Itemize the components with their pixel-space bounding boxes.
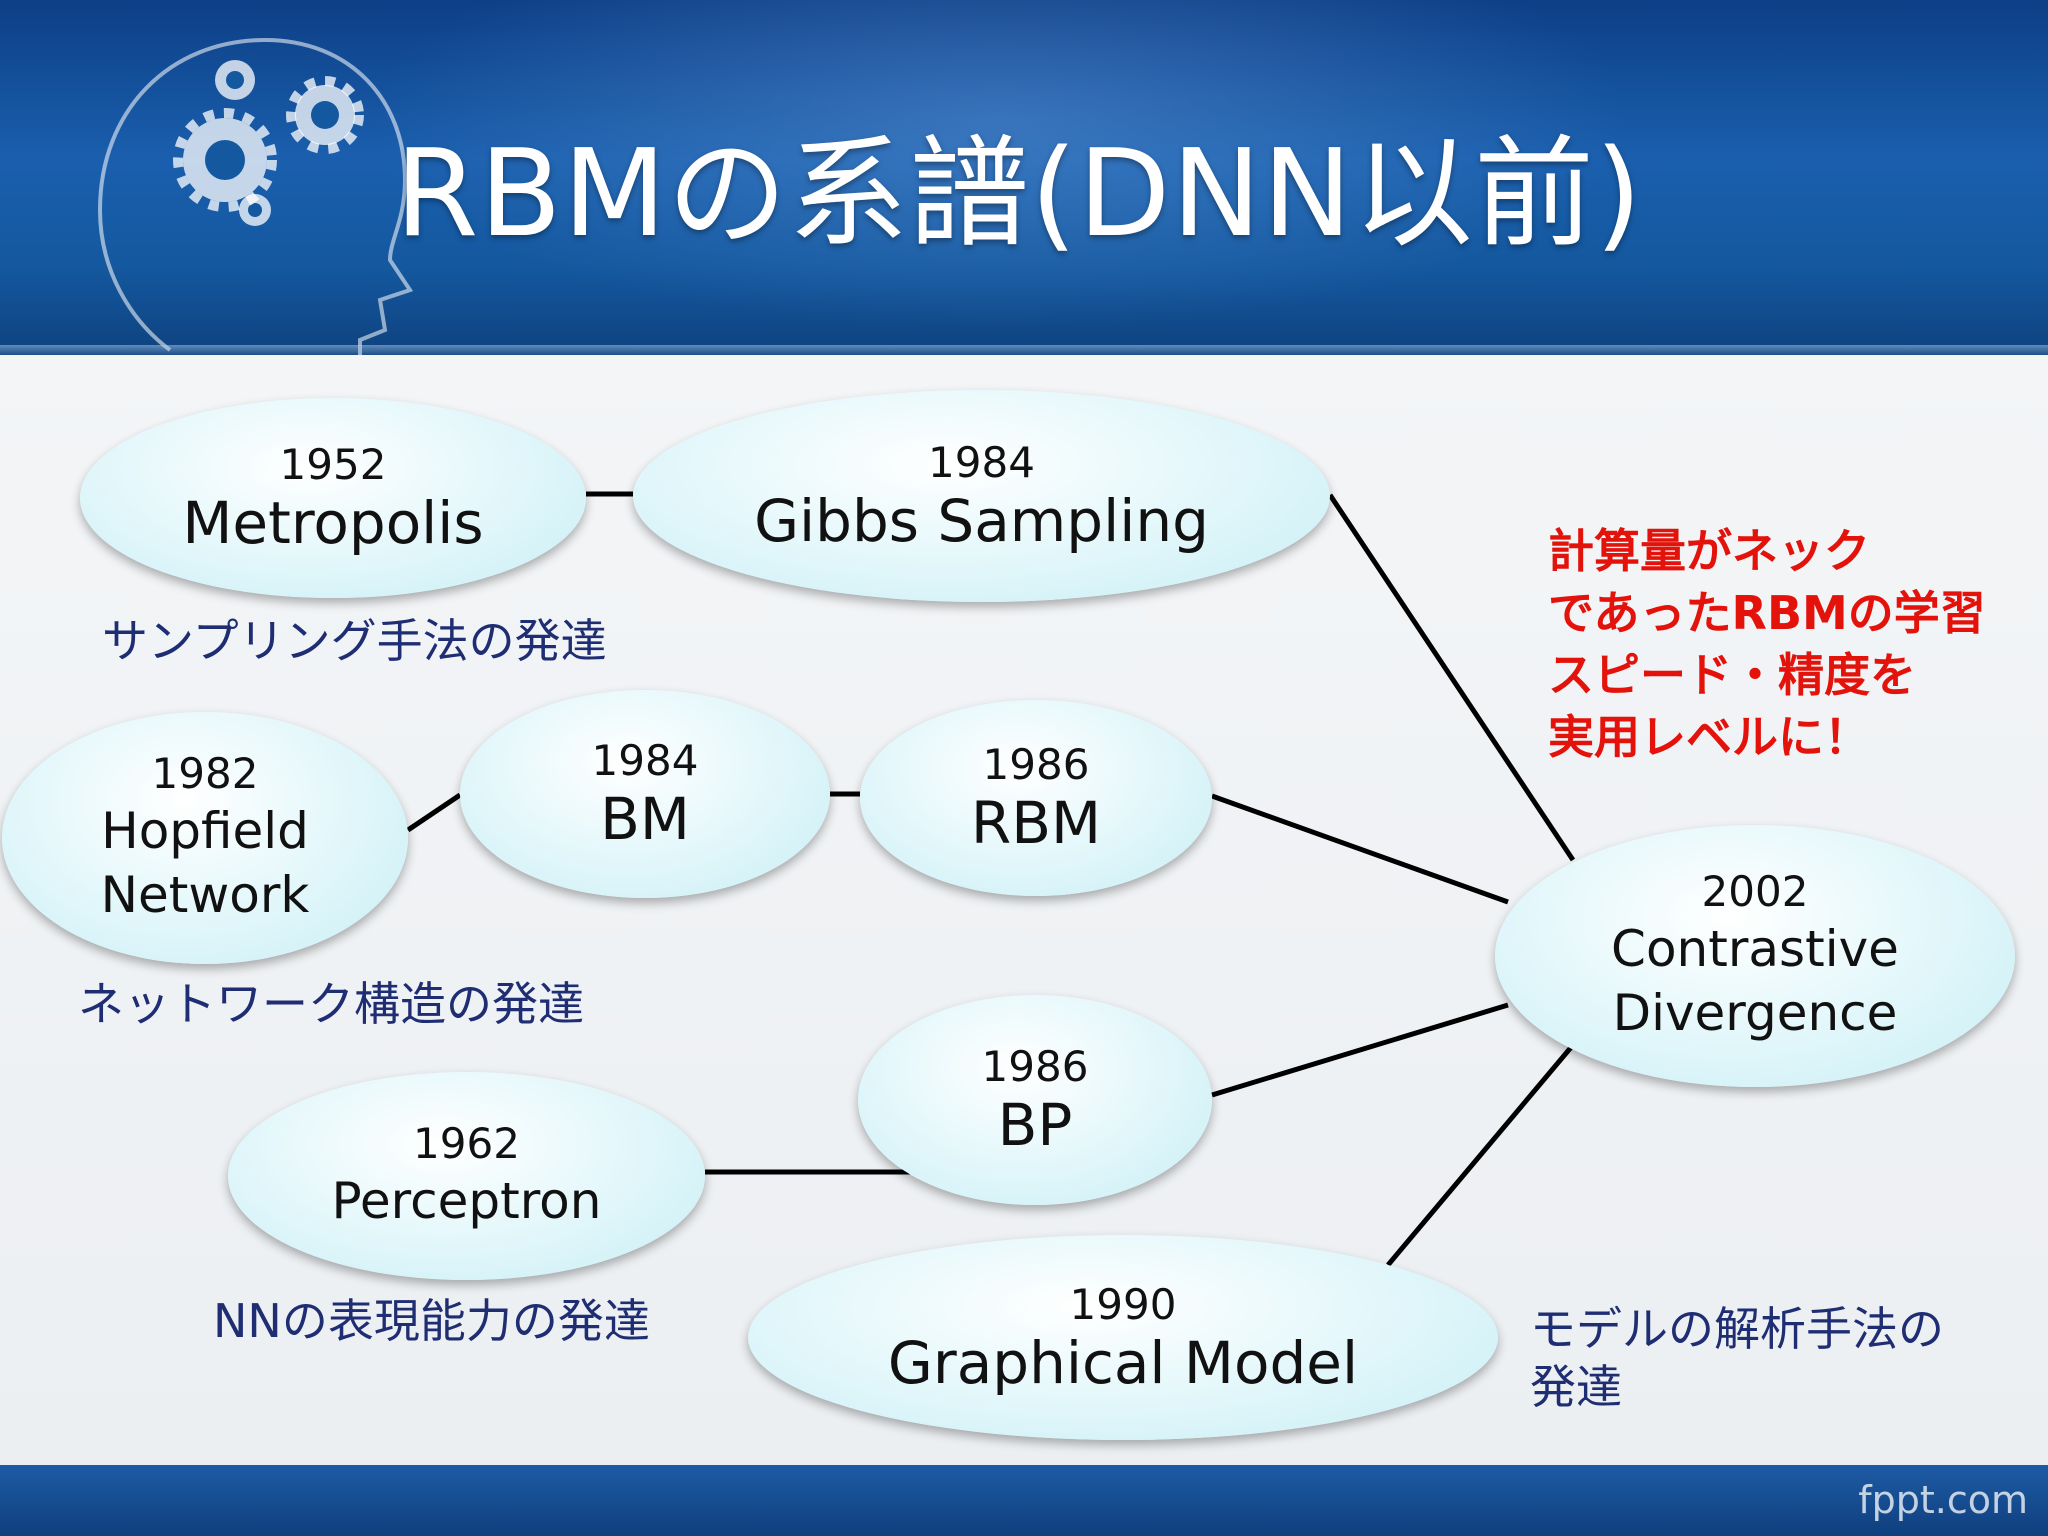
edge-hopfield-bm bbox=[406, 792, 462, 833]
edge-rbm-cd bbox=[1211, 793, 1509, 905]
label-model-line1: モデルの解析手法の bbox=[1530, 1302, 1944, 1356]
node-year: 1986 bbox=[981, 1042, 1089, 1091]
node-bm: 1984 BM bbox=[460, 690, 830, 898]
node-year: 1962 bbox=[413, 1119, 520, 1168]
node-year: 1952 bbox=[279, 440, 387, 489]
node-name: Gibbs Sampling bbox=[754, 487, 1209, 555]
node-name: Graphical Model bbox=[887, 1328, 1359, 1397]
node-name-line2: Divergence bbox=[1612, 984, 1898, 1042]
label-model-line2: 発達 bbox=[1530, 1360, 1622, 1414]
edge-graphical-cd bbox=[1386, 1043, 1575, 1267]
label-model: モデルの解析手法の 発達 bbox=[1530, 1300, 1944, 1416]
slide-footer: fppt.com bbox=[0, 1465, 2048, 1536]
node-hopfield-network: 1982 Hopfield Network bbox=[2, 712, 408, 964]
slide-title: RBMの系譜(DNN以前) bbox=[395, 125, 1643, 264]
node-name-line1: Hopfield bbox=[101, 802, 309, 860]
note-line1: 計算量がネック bbox=[1548, 524, 1870, 578]
head-gears-icon bbox=[97, 37, 414, 355]
label-network: ネットワーク構造の発達 bbox=[78, 977, 584, 1031]
edge-bp-cd bbox=[1211, 1002, 1509, 1098]
node-name: Metropolis bbox=[182, 489, 484, 557]
node-graphical-model: 1990 Graphical Model bbox=[748, 1235, 1498, 1440]
node-name: RBM bbox=[970, 789, 1102, 857]
node-year: 1982 bbox=[151, 749, 259, 798]
node-year: 1986 bbox=[982, 740, 1090, 789]
node-perceptron: 1962 Perceptron bbox=[228, 1072, 705, 1280]
note-line2: であったRBMの学習 bbox=[1548, 586, 1986, 640]
node-year: 2002 bbox=[1701, 867, 1809, 916]
note-line3: スピード・精度を bbox=[1548, 648, 1916, 702]
footer-brand: fppt.com bbox=[1858, 1478, 2028, 1522]
node-name-line1: Contrastive bbox=[1611, 920, 1899, 978]
node-name: Perceptron bbox=[331, 1172, 602, 1230]
edge-gibbs-cd bbox=[1327, 493, 1576, 862]
slide-header: RBMの系譜(DNN以前) bbox=[0, 0, 2048, 355]
note-callout: 計算量がネック であったRBMの学習 スピード・精度を 実用レベルに！ bbox=[1548, 520, 1986, 768]
node-year: 1984 bbox=[928, 438, 1035, 487]
label-sampling: サンプリング手法の発達 bbox=[102, 614, 607, 668]
header-divider bbox=[0, 345, 2048, 355]
node-bp: 1986 BP bbox=[858, 995, 1212, 1205]
node-name-line2: Network bbox=[100, 866, 310, 924]
node-metropolis: 1952 Metropolis bbox=[80, 398, 586, 598]
node-name: BP bbox=[997, 1091, 1073, 1159]
node-name: BM bbox=[600, 785, 690, 853]
node-year: 1984 bbox=[591, 736, 699, 785]
node-rbm: 1986 RBM bbox=[860, 700, 1212, 896]
node-year: 1990 bbox=[1069, 1279, 1177, 1329]
label-nn: NNの表現能力の発達 bbox=[213, 1294, 650, 1348]
node-contrastive-divergence: 2002 Contrastive Divergence bbox=[1495, 825, 2015, 1087]
note-line4: 実用レベルに！ bbox=[1548, 710, 1870, 764]
node-gibbs-sampling: 1984 Gibbs Sampling bbox=[633, 390, 1330, 602]
